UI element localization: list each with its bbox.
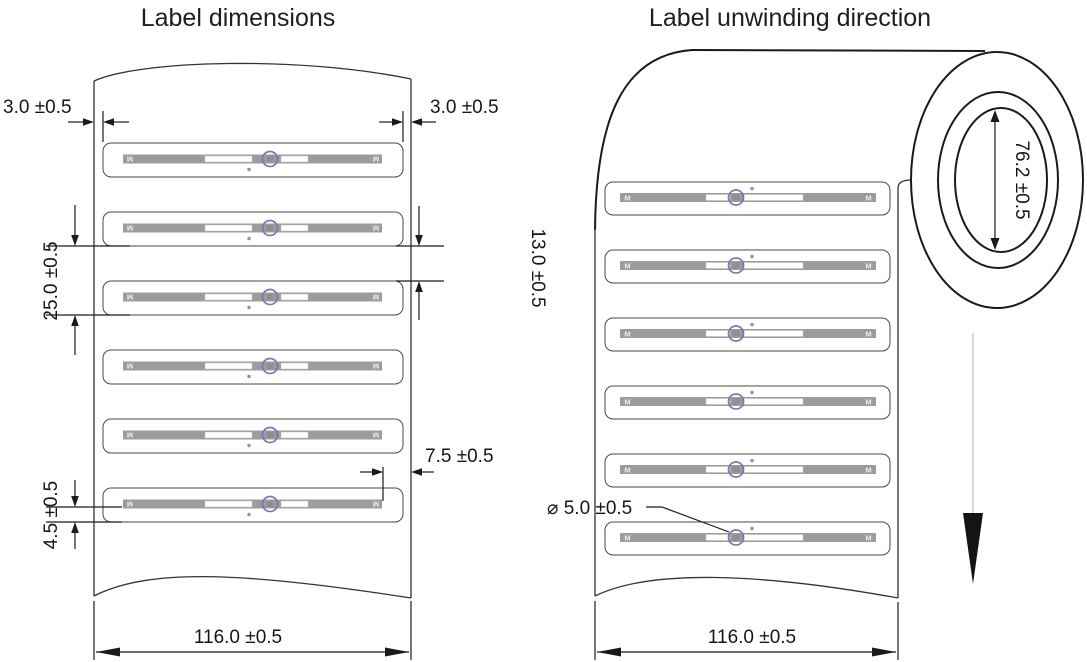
rfid-label <box>604 453 891 488</box>
dimension-chip-hole: ⌀ 5.0 ±0.5 <box>547 498 730 533</box>
dimension-value: 4.5 ±0.5 <box>41 481 62 550</box>
roll-top-edge <box>691 49 986 52</box>
left-diagram-title: Label dimensions <box>141 4 336 32</box>
dimension-value: 76.2 ±0.5 <box>1011 140 1032 219</box>
rfid-label <box>102 487 404 523</box>
dimension-label-gap: 13.0 ±0.5 <box>396 206 548 320</box>
rfid-label <box>604 521 891 556</box>
dimension-right-margin: 3.0 ±0.5 <box>379 97 499 142</box>
rfid-label <box>604 385 891 420</box>
dimension-core-diameter: 76.2 ±0.5 <box>990 110 1032 250</box>
dimension-inlay-bottom-offset: 4.5 ±0.5 <box>41 480 122 549</box>
left-diagram: Label dimensions 3.0 ±0.5 3.0 ±0.5 <box>3 4 548 660</box>
dimension-value: 7.5 ±0.5 <box>425 446 494 467</box>
rfid-label <box>102 142 404 178</box>
web-bottom-tear-edge <box>93 575 412 599</box>
strip-right-edge <box>897 179 912 598</box>
callout-leader-line <box>646 506 730 533</box>
dimension-value: 13.0 ±0.5 <box>527 228 548 307</box>
rfid-label <box>102 280 404 316</box>
roll-left-shoulder <box>594 49 693 231</box>
rfid-label <box>604 317 891 352</box>
dimension-inlay-right-offset: 7.5 ±0.5 <box>360 446 494 501</box>
dimension-value: 25.0 ±0.5 <box>41 241 62 320</box>
unwind-arrowhead <box>963 513 983 584</box>
dimension-value: 116.0 ±0.5 <box>194 627 282 648</box>
rfid-label <box>102 349 404 385</box>
dimension-value: ⌀ 5.0 ±0.5 <box>547 498 632 519</box>
rfid-label <box>604 249 891 284</box>
right-diagram-title: Label unwinding direction <box>649 4 931 32</box>
web-top-tear-edge <box>93 62 412 82</box>
rfid-label <box>604 181 891 216</box>
dimension-value: 3.0 ±0.5 <box>430 97 499 118</box>
strip-bottom-tear-edge <box>594 576 899 599</box>
core-inner-ellipse <box>954 107 1048 253</box>
rfid-label <box>102 211 404 247</box>
rfid-label <box>102 418 404 454</box>
right-diagram: Label unwinding direction 76.2 ±0.5 <box>547 4 1084 660</box>
dimension-value: 116.0 ±0.5 <box>708 627 796 648</box>
liner-web <box>93 62 412 599</box>
dimension-label-pitch: 25.0 ±0.5 <box>41 205 130 355</box>
unwind-direction-arrow <box>963 333 983 584</box>
dimension-web-width-right: 116.0 ±0.5 <box>594 601 899 660</box>
dimension-web-width-left: 116.0 ±0.5 <box>93 601 412 660</box>
dimension-left-margin: 3.0 ±0.5 <box>3 97 129 142</box>
dimension-value: 3.0 ±0.5 <box>3 97 72 118</box>
core-outer-ellipse <box>937 91 1059 269</box>
unwound-strip <box>594 179 912 599</box>
